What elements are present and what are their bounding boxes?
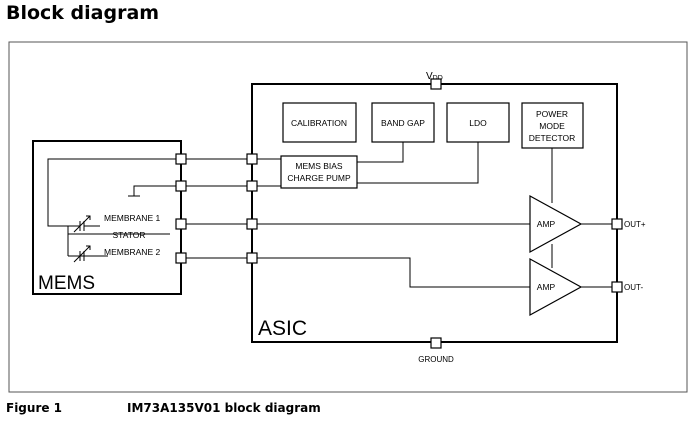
calibration-block — [282, 102, 357, 143]
figure-number: Figure 1 — [6, 401, 63, 415]
membrane2-label: MEMBRANE 2 — [104, 247, 160, 257]
out-minus-label: OUT- — [624, 283, 643, 292]
stator-label: STATOR — [112, 230, 145, 240]
mems-bias-line2: CHARGE PUMP — [287, 173, 351, 183]
page-title: Block diagram — [6, 2, 160, 24]
mems-pad-1 — [175, 153, 187, 165]
mems-box — [32, 140, 182, 295]
figure-title: IM73A135V01 block diagram — [127, 401, 321, 415]
power-mode-detector-line2: MODE — [539, 121, 565, 131]
ground-label: GROUND — [418, 355, 454, 364]
asic-pad-1 — [246, 153, 258, 165]
ldo-block — [446, 102, 510, 143]
power-mode-detector-line1: POWER — [536, 109, 568, 119]
out-plus-pad — [611, 218, 623, 230]
asic-pad-3 — [246, 218, 258, 230]
out-minus-pad — [611, 281, 623, 293]
band-gap-block — [371, 102, 435, 143]
out-plus-label: OUT+ — [624, 220, 646, 229]
asic-label: ASIC — [258, 317, 307, 340]
ground-pin — [430, 337, 442, 349]
amp-top-label: AMP — [537, 219, 556, 229]
pads — [175, 153, 623, 293]
power-mode-detector-line3: DETECTOR — [529, 133, 576, 143]
vdd-main: V — [426, 71, 433, 82]
membrane1-label: MEMBRANE 1 — [104, 213, 160, 223]
membrane1-capacitor — [68, 215, 100, 233]
mems-pad-4 — [175, 252, 187, 264]
interface-wiring — [47, 148, 612, 288]
membrane2-capacitor — [68, 245, 91, 263]
power-mode-detector-block — [521, 102, 584, 149]
mems-pad-2 — [175, 180, 187, 192]
bias-wiring — [357, 142, 479, 184]
amp-top — [529, 194, 583, 254]
amp-bottom-label: AMP — [537, 282, 556, 292]
mems-pad-3 — [175, 218, 187, 230]
band-gap-label: BAND GAP — [381, 118, 425, 128]
calibration-label: CALIBRATION — [291, 118, 347, 128]
diagram-frame — [8, 41, 688, 393]
vdd-pin — [430, 78, 442, 90]
mems-label: MEMS — [38, 273, 95, 294]
asic-pad-4 — [246, 252, 258, 264]
asic-pad-2 — [246, 180, 258, 192]
mems-bias-line1: MEMS BIAS — [295, 161, 343, 171]
amp-bottom — [529, 257, 583, 317]
mems-bias-block — [280, 155, 358, 189]
ldo-label: LDO — [469, 118, 487, 128]
